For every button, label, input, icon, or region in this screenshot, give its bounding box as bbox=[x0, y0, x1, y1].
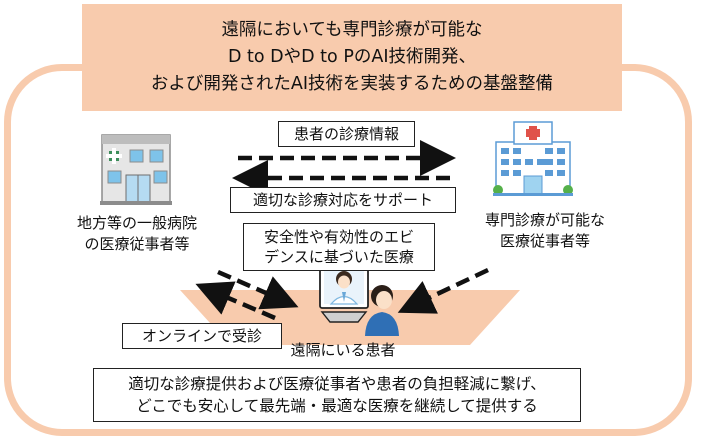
support-label: 適切な診療対応をサポート bbox=[230, 187, 456, 213]
patient-info-label: 患者の診療情報 bbox=[278, 121, 415, 147]
local-hospital-caption: 地方等の一般病院 の医療従事者等 bbox=[52, 213, 222, 255]
title-box: 遠隔においても専門診療が可能な D to DやD to PのAI技術開発、 およ… bbox=[82, 4, 622, 111]
title-line-2: D to DやD to PのAI技術開発、 bbox=[228, 47, 476, 67]
specialist-caption-line-1: 専門診療が可能な bbox=[484, 211, 605, 229]
large-hospital-building-icon bbox=[493, 121, 573, 196]
local-caption-line-1: 地方等の一般病院 bbox=[76, 214, 197, 232]
arrow-local-to-patient bbox=[217, 269, 299, 310]
online-consult-label: オンラインで受診 bbox=[122, 323, 282, 349]
remote-patient-caption: 遠隔にいる患者 bbox=[290, 341, 396, 359]
title-line-1: 遠隔においても専門診療が可能な bbox=[221, 20, 483, 40]
arrow-specialist-to-patient bbox=[397, 267, 489, 314]
arrow-patient-to-local bbox=[195, 281, 276, 321]
doctor-on-monitor-with-patient-icon bbox=[319, 263, 399, 336]
local-caption-line-2: の医療従事者等 bbox=[84, 235, 190, 253]
evidence-line-1: 安全性や有効性のエビ bbox=[263, 228, 414, 246]
specialist-caption: 専門診療が可能な 医療従事者等 bbox=[470, 210, 620, 252]
evidence-line-2: デンスに基づいた医療 bbox=[264, 248, 414, 266]
title-line-3: および開発されたAI技術を実装するための基盤整備 bbox=[150, 74, 554, 94]
evidence-label: 安全性や有効性のエビ デンスに基づいた医療 bbox=[243, 223, 435, 271]
outcome-line-1: 適切な診療提供および医療従事者や患者の負担軽減に繋げ、 bbox=[128, 375, 546, 393]
small-clinic-building-icon bbox=[100, 134, 172, 205]
outcome-box: 適切な診療提供および医療従事者や患者の負担軽減に繋げ、 どこでも安心して最先端・… bbox=[93, 368, 581, 422]
specialist-caption-line-2: 医療従事者等 bbox=[499, 232, 590, 250]
outcome-line-2: どこでも安心して最先端・最適な医療を継続して提供する bbox=[136, 397, 538, 415]
